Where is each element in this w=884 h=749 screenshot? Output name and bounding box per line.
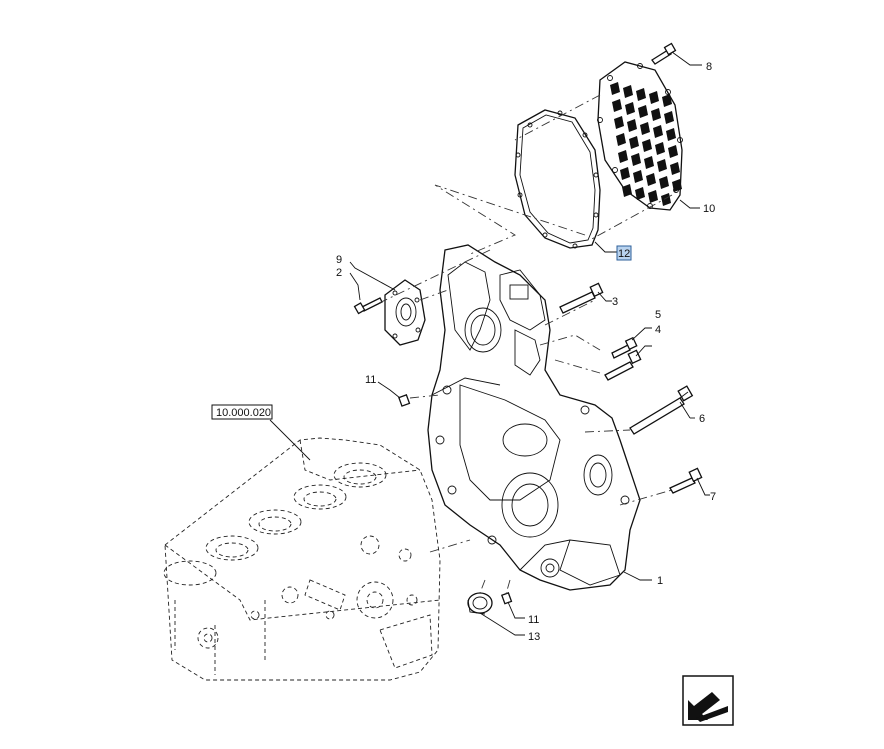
callout-labels: 8 10 12 9 2 3 5 4 6 7 11 1 11 13 — [336, 61, 716, 643]
cover-rib-cell — [664, 111, 674, 124]
bolt-8 — [651, 42, 677, 65]
cover-rib-cell — [670, 162, 680, 175]
cover-rib-cell — [622, 184, 632, 197]
cover-rib-cell — [646, 173, 656, 186]
callout-12-highlight-box — [616, 245, 632, 261]
leader-lines — [269, 51, 710, 636]
cover-rib-cell — [620, 167, 630, 180]
cover-rib-cell — [672, 179, 682, 192]
cover-rib-cell — [644, 156, 654, 169]
bolt-11-lower — [500, 592, 513, 605]
cover-rib-cell — [661, 193, 671, 206]
cover-rib-cell — [636, 88, 646, 101]
cover-rib-cell — [616, 133, 626, 146]
cover-rib-cell — [653, 125, 663, 138]
cover-rib-cell — [642, 139, 652, 152]
bolt-7 — [669, 467, 703, 494]
callout-11-lower: 11 — [528, 614, 539, 626]
cover-rib-cell — [638, 105, 648, 118]
callout-13: 13 — [528, 631, 540, 643]
seal-flange — [384, 279, 426, 346]
reference-group-label: 10.000.020 — [216, 407, 271, 419]
cover-rib-cell — [668, 145, 678, 158]
bolt-3 — [559, 282, 604, 314]
engine-block-ghost — [163, 437, 441, 681]
reference-group-box[interactable]: 10.000.020 — [211, 404, 273, 420]
gear-housing — [427, 244, 641, 591]
cover-rib-cell — [623, 85, 633, 98]
cover-rib-cell — [651, 108, 661, 121]
callout-6: 6 — [699, 413, 705, 425]
callout-3: 3 — [612, 296, 618, 308]
callout-10: 10 — [703, 203, 715, 215]
cover-rib-cell — [655, 142, 665, 155]
cover-rib-cell — [657, 159, 667, 172]
plug — [467, 592, 493, 615]
cover-rib-cell — [635, 187, 645, 200]
gasket — [514, 109, 601, 249]
callout-11-upper: 11 — [365, 374, 376, 386]
cover-rib-cell — [610, 82, 620, 95]
callout-2: 2 — [336, 267, 342, 279]
cover-rib-cell — [614, 116, 624, 129]
cover-rib-cell — [648, 190, 658, 203]
callout-9: 9 — [336, 254, 342, 266]
callout-7: 7 — [710, 491, 716, 503]
cover-rib-cell — [666, 128, 676, 141]
cover-rib-cell — [649, 91, 659, 104]
cover-rib-cell — [631, 153, 641, 166]
callout-4: 4 — [655, 324, 661, 336]
cover-rib-cell — [612, 99, 622, 112]
bolt-11-upper — [398, 394, 411, 407]
bolt-2 — [353, 297, 383, 315]
bolt-6 — [629, 385, 694, 435]
cover-rib-cell — [662, 94, 672, 107]
callout-5: 5 — [655, 309, 661, 321]
cover-rib-cell — [618, 150, 628, 163]
cover-rib-cell — [640, 122, 650, 135]
callout-12: 12 — [618, 248, 630, 260]
cover-rib-cell — [629, 136, 639, 149]
callout-1: 1 — [657, 575, 663, 587]
bolt-5 — [611, 336, 638, 359]
cover-rib-cell — [625, 102, 635, 115]
callout-8: 8 — [706, 61, 712, 73]
bolt-4 — [604, 349, 642, 381]
cover-rib-cell — [633, 170, 643, 183]
ribbed-cover — [597, 61, 683, 211]
assembly-lines — [374, 94, 673, 595]
cover-rib-cell — [659, 176, 669, 189]
cover-rib-cell — [627, 119, 637, 132]
view-direction-arrow-icon[interactable] — [682, 675, 734, 726]
